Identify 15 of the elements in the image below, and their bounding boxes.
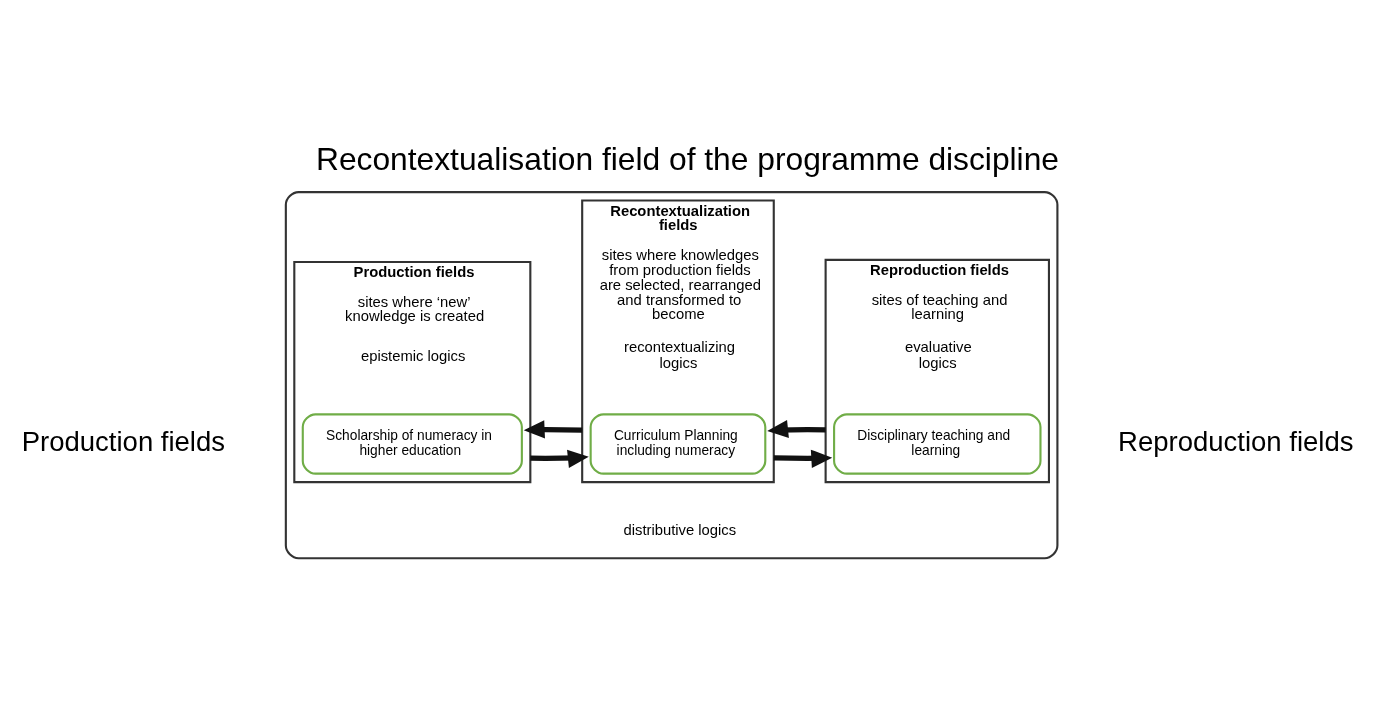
- node-label: evaluative logics: [905, 338, 972, 371]
- label: Reproduction fields: [1118, 425, 1354, 457]
- node-box: Disciplinary teaching and learning: [833, 412, 1042, 475]
- cluster: [284, 190, 1059, 559]
- node-label: distributive logics: [623, 521, 737, 538]
- node-label: epistemic logics: [360, 347, 466, 364]
- arrow: [523, 419, 583, 438]
- arrow: [767, 419, 826, 438]
- arrow: [773, 449, 833, 468]
- node-box: Scholarship of numeracy in higher education: [301, 412, 523, 475]
- node-box: Curriculum Planning including numeracy: [589, 412, 767, 475]
- label: Production fields: [21, 425, 226, 457]
- arrow: [530, 449, 589, 468]
- diagram-title: Recontextualisation field of the programme discipline: [316, 140, 1059, 177]
- node-label: recontextualizing logics: [624, 338, 736, 371]
